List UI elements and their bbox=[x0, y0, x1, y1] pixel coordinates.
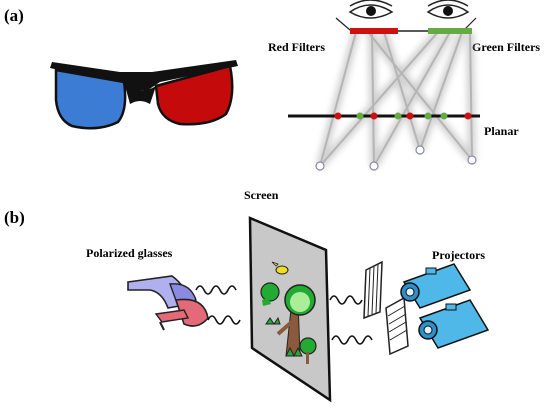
blue-lens bbox=[54, 68, 127, 130]
panel-a-label: (a) bbox=[4, 6, 24, 25]
red-lens bbox=[154, 64, 234, 126]
glasses-bridge bbox=[124, 82, 156, 104]
polarized-glasses-label: Polarized glasses bbox=[86, 246, 173, 260]
right-eye-icon bbox=[426, 0, 470, 19]
wave-squiggles-left bbox=[195, 285, 241, 325]
anaglyph-glasses bbox=[50, 60, 238, 130]
green-filters-label: Green Filters bbox=[472, 40, 541, 54]
projectors-label: Projectors bbox=[432, 248, 486, 262]
polarized-glasses bbox=[127, 275, 209, 331]
planar-label: Planar bbox=[484, 124, 519, 138]
filter-diagram bbox=[288, 0, 480, 171]
projection-screen bbox=[248, 216, 332, 403]
green-filter bbox=[428, 28, 472, 34]
red-filters-label: Red Filters bbox=[268, 40, 325, 54]
screen-label: Screen bbox=[244, 188, 279, 202]
projector-top bbox=[400, 263, 472, 309]
red-filter bbox=[350, 28, 398, 34]
projector-bottom bbox=[418, 299, 490, 349]
panel-b-label: (b) bbox=[4, 208, 25, 227]
wave-squiggles-right bbox=[329, 295, 373, 345]
planar-dots bbox=[334, 112, 472, 120]
polarizer-filters bbox=[363, 260, 409, 356]
glasses-frame bbox=[50, 60, 238, 90]
left-eye-icon bbox=[348, 0, 394, 19]
